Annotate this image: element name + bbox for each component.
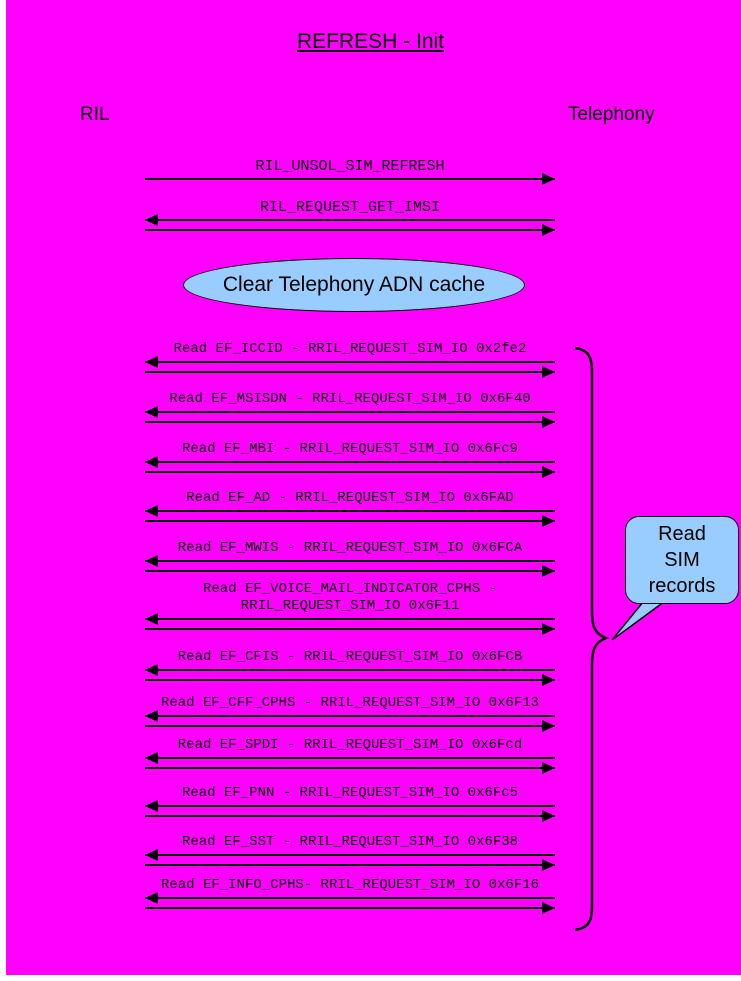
- callout-bubble: Read SIM records: [625, 516, 739, 604]
- note-label: Clear Telephony ADN cache: [222, 273, 486, 296]
- arrow-left: [145, 613, 555, 625]
- note-ellipse: Clear Telephony ADN cache: [183, 258, 525, 312]
- arrow-left: [145, 505, 555, 517]
- arrow-left: [145, 555, 555, 567]
- message-label: Read EF_CFF_CPHS - RRIL_REQUEST_SIM_IO 0…: [160, 695, 540, 711]
- diagram-title: REFRESH - Init: [296, 30, 445, 53]
- message-row: Read EF_MSISDN - RRIL_REQUEST_SIM_IO 0x6…: [145, 391, 555, 428]
- message-row: Read EF_SPDI - RRIL_REQUEST_SIM_IO 0x6Fc…: [145, 737, 555, 774]
- arrow-left: [145, 456, 555, 468]
- arrow-right: [145, 859, 555, 871]
- message-label: Read EF_ICCID - RRIL_REQUEST_SIM_IO 0x2f…: [173, 341, 527, 357]
- arrow-right: [145, 674, 555, 686]
- arrow-left: [145, 892, 555, 904]
- message-label: RIL_REQUEST_GET_IMSI: [259, 199, 441, 216]
- arrow-right: [145, 762, 555, 774]
- arrow-right: [145, 366, 555, 378]
- message-row: Read EF_INFO_CPHS- RRIL_REQUEST_SIM_IO 0…: [145, 877, 555, 914]
- arrow-right: [145, 224, 555, 236]
- arrow-left: [145, 849, 555, 861]
- message-label: Read EF_PNN - RRIL_REQUEST_SIM_IO 0x6Fc5: [181, 785, 519, 801]
- arrow-right: [145, 466, 555, 478]
- message-row: Read EF_PNN - RRIL_REQUEST_SIM_IO 0x6Fc5: [145, 785, 555, 822]
- message-row: Read EF_CFIS - RRIL_REQUEST_SIM_IO 0x6FC…: [145, 649, 555, 686]
- message-label: Read EF_CFIS - RRIL_REQUEST_SIM_IO 0x6FC…: [177, 649, 523, 665]
- message-row: Read EF_MBI - RRIL_REQUEST_SIM_IO 0x6Fc9: [145, 441, 555, 478]
- message-label: Read EF_MBI - RRIL_REQUEST_SIM_IO 0x6Fc9: [181, 441, 519, 457]
- callout-label: Read SIM records: [648, 523, 716, 597]
- message-label: Read EF_SST - RRIL_REQUEST_SIM_IO 0x6F38: [181, 834, 519, 850]
- arrow-left: [145, 356, 555, 368]
- brace-path: [574, 346, 610, 932]
- page-edge-left: [0, 0, 6, 981]
- message-row: Read EF_VOICE_MAIL_INDICATOR_CPHS - RRIL…: [145, 581, 555, 635]
- arrow-left: [145, 752, 555, 764]
- grouping-brace: [574, 346, 675, 932]
- page-edge-bottom: [0, 975, 741, 981]
- message-label: RIL_UNSOL_SIM_REFRESH: [255, 158, 445, 175]
- message-label: Read EF_MWIS - RRIL_REQUEST_SIM_IO 0x6FC…: [177, 540, 523, 556]
- arrow-right: [145, 623, 555, 635]
- message-label: Read EF_SPDI - RRIL_REQUEST_SIM_IO 0x6Fc…: [177, 737, 523, 753]
- message-row: RIL_UNSOL_SIM_REFRESH: [145, 158, 555, 185]
- message-label: Read EF_INFO_CPHS- RRIL_REQUEST_SIM_IO 0…: [160, 877, 540, 893]
- arrow-left: [145, 406, 555, 418]
- message-row: Read EF_MWIS - RRIL_REQUEST_SIM_IO 0x6FC…: [145, 540, 555, 577]
- arrow-left: [145, 710, 555, 722]
- message-row: Read EF_CFF_CPHS - RRIL_REQUEST_SIM_IO 0…: [145, 695, 555, 732]
- message-row: Read EF_SST - RRIL_REQUEST_SIM_IO 0x6F38: [145, 834, 555, 871]
- arrow-right: [145, 720, 555, 732]
- message-label: Read EF_MSISDN - RRIL_REQUEST_SIM_IO 0x6…: [169, 391, 531, 407]
- message-row: RIL_REQUEST_GET_IMSI: [145, 199, 555, 236]
- arrow-right: [145, 173, 555, 185]
- message-label: Read EF_VOICE_MAIL_INDICATOR_CPHS - RRIL…: [202, 581, 498, 614]
- arrow-left: [145, 664, 555, 676]
- arrow-right: [145, 515, 555, 527]
- message-row: Read EF_ICCID - RRIL_REQUEST_SIM_IO 0x2f…: [145, 341, 555, 378]
- arrow-left: [145, 214, 555, 226]
- actor-label-ril: RIL: [80, 104, 110, 125]
- arrow-right: [145, 565, 555, 577]
- arrow-right: [145, 902, 555, 914]
- message-label: Read EF_AD - RRIL_REQUEST_SIM_IO 0x6FAD: [186, 490, 514, 506]
- arrow-right: [145, 810, 555, 822]
- arrow-right: [145, 416, 555, 428]
- message-row: Read EF_AD - RRIL_REQUEST_SIM_IO 0x6FAD: [145, 490, 555, 527]
- actor-label-telephony: Telephony: [568, 104, 655, 125]
- arrow-left: [145, 800, 555, 812]
